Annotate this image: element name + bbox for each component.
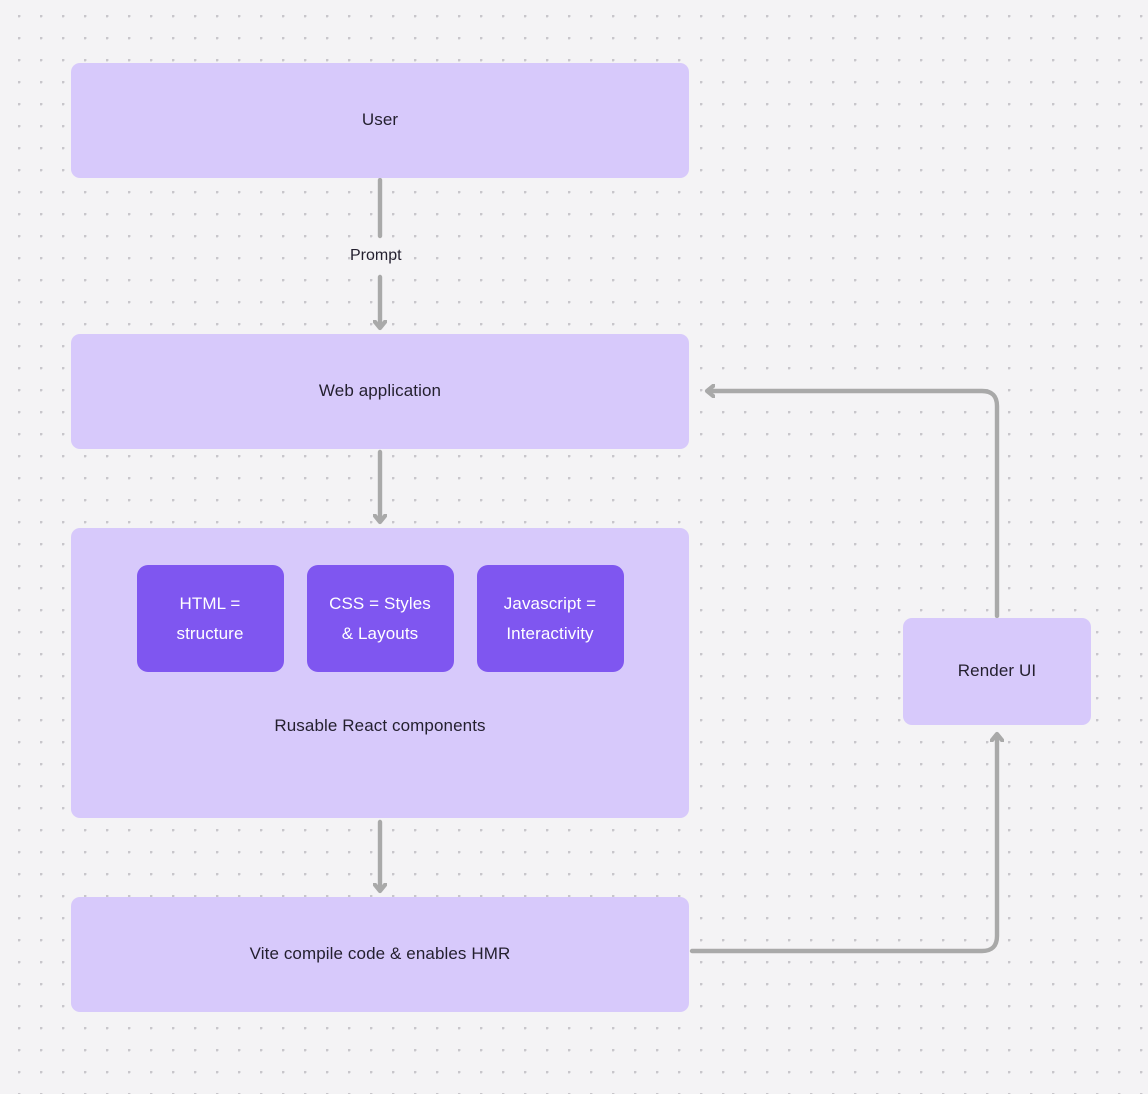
subnode-css[interactable]: CSS = Styles & Layouts — [306, 565, 454, 672]
node-react-components[interactable]: HTML = structure CSS = Styles & Layouts … — [71, 528, 689, 818]
node-user-label: User — [361, 110, 399, 130]
subnode-row: HTML = structure CSS = Styles & Layouts … — [71, 565, 689, 672]
node-vite[interactable]: Vite compile code & enables HMR — [71, 897, 689, 1012]
node-user[interactable]: User — [71, 63, 689, 178]
node-vite-label: Vite compile code & enables HMR — [249, 944, 511, 964]
subnode-javascript[interactable]: Javascript = Interactivity — [476, 565, 624, 672]
node-react-components-caption: Rusable React components — [274, 716, 486, 735]
node-render-ui[interactable]: Render UI — [903, 618, 1091, 725]
subnode-html[interactable]: HTML = structure — [136, 565, 284, 672]
edge-label-prompt: Prompt — [350, 247, 402, 264]
node-web-application-label: Web application — [318, 381, 442, 401]
subnode-html-label: HTML = structure — [176, 594, 244, 643]
node-render-ui-label: Render UI — [957, 661, 1037, 681]
subnode-css-label: CSS = Styles & Layouts — [329, 594, 431, 643]
node-web-application[interactable]: Web application — [71, 334, 689, 449]
subnode-javascript-label: Javascript = Interactivity — [503, 594, 597, 643]
